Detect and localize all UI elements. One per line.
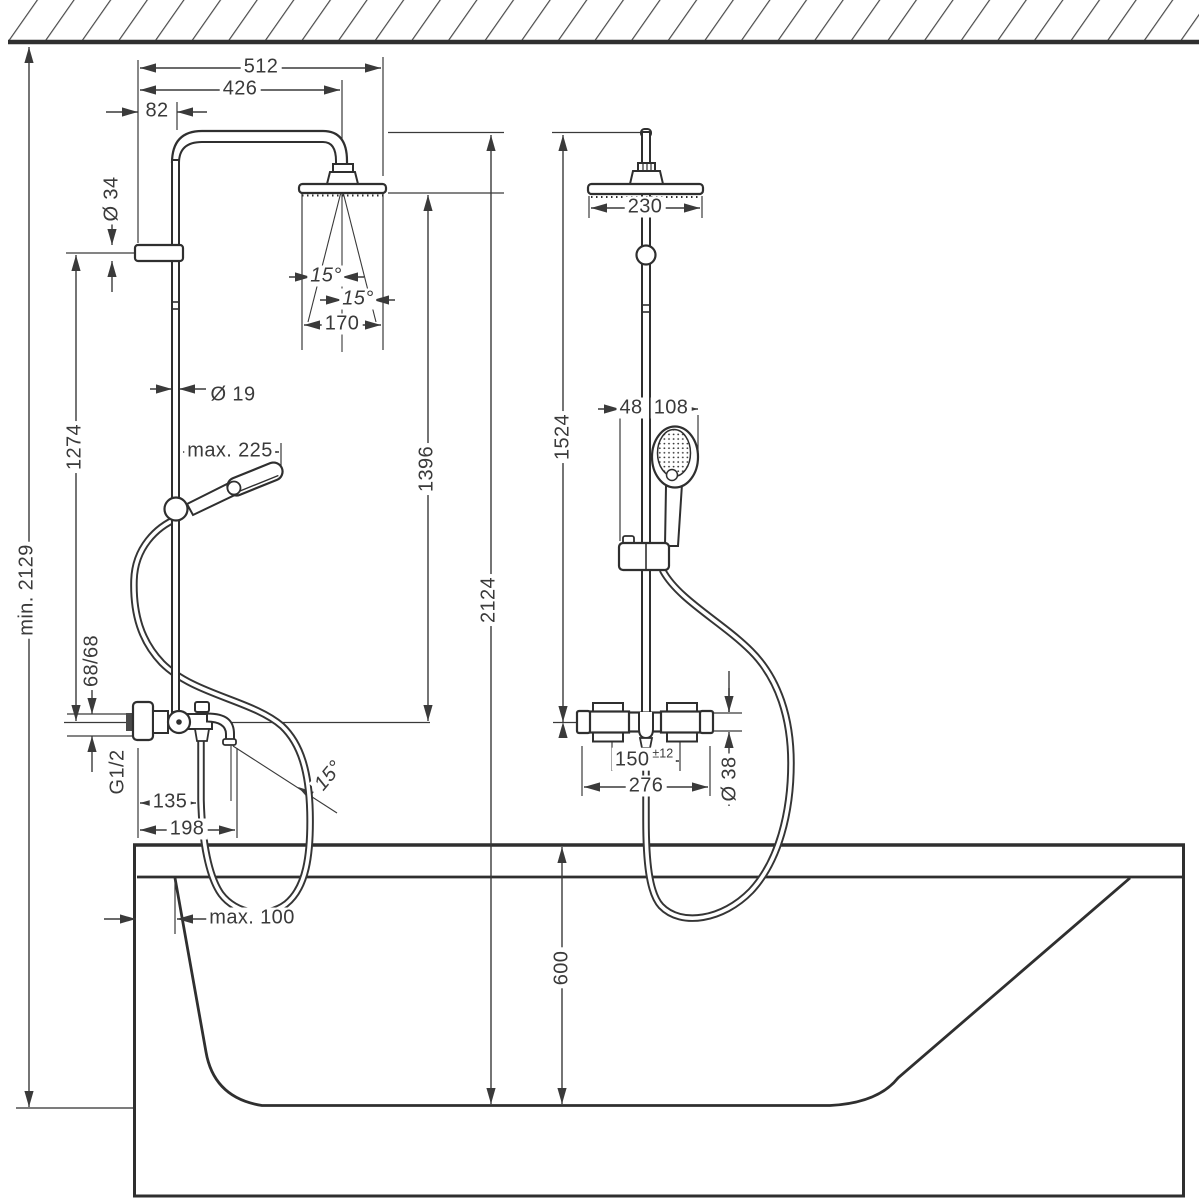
dim-230-label: 230 bbox=[624, 196, 666, 218]
bath-valve-side bbox=[126, 700, 237, 746]
dim-dia38-label: Ø 38 bbox=[719, 753, 741, 805]
thermostat-front bbox=[575, 702, 715, 749]
dim-82-label: 82 bbox=[142, 100, 172, 122]
head-connector bbox=[332, 163, 354, 173]
showerpipe-front-view bbox=[575, 128, 715, 749]
dim-1524-label: 1524 bbox=[552, 410, 574, 464]
dim-max100-label: max. 100 bbox=[206, 907, 298, 929]
hose-nut-front bbox=[638, 737, 654, 749]
overhead-shower-front bbox=[586, 182, 705, 196]
angle-15-right-label: 15° bbox=[339, 288, 377, 310]
dim-170-label: 170 bbox=[321, 313, 363, 335]
angle-15-left-label: 15° bbox=[307, 265, 345, 287]
dim-6868-label: 68/68 bbox=[81, 631, 103, 691]
dim-1274-label: 1274 bbox=[64, 420, 86, 474]
handshower-handle-front bbox=[663, 482, 684, 547]
dim-dia19-label: Ø 19 bbox=[207, 384, 259, 406]
dim-150-tolerance: ±12 bbox=[652, 746, 674, 761]
shower-pipe-front bbox=[641, 131, 651, 714]
dim-1396-label: 1396 bbox=[416, 442, 438, 496]
overhead-shower-side bbox=[297, 182, 388, 195]
dim-135-label: 135 bbox=[149, 791, 191, 813]
ceiling-hatch bbox=[8, 0, 1199, 45]
handshower-holder-side bbox=[163, 496, 189, 522]
dim-min2129-label: min. 2129 bbox=[16, 541, 38, 639]
dim-2124-label: 2124 bbox=[478, 573, 500, 627]
dim-108-label: 108 bbox=[650, 397, 692, 419]
shower-hose-front bbox=[642, 567, 795, 922]
thermostat-handle-left bbox=[585, 710, 631, 734]
escutcheon bbox=[131, 700, 155, 742]
thermostat-outlet bbox=[638, 712, 654, 740]
handshower-holder-front bbox=[617, 541, 671, 572]
diverter-knob bbox=[194, 701, 210, 713]
shower-hose-side bbox=[130, 514, 314, 917]
dim-g12-label: G1/2 bbox=[107, 746, 129, 798]
dim-150-label: 150±12 bbox=[611, 746, 677, 771]
dim-150-main: 150 bbox=[614, 748, 650, 771]
dim-276-label: 276 bbox=[625, 775, 667, 797]
dim-600-label: 600 bbox=[551, 947, 573, 989]
dim-426-label: 426 bbox=[219, 78, 261, 100]
dim-198-label: 198 bbox=[166, 818, 208, 840]
thermostat-handle-right bbox=[659, 710, 705, 734]
bathtub bbox=[16, 843, 1185, 1198]
shower-arm bbox=[172, 131, 347, 167]
dim-dia34-label: Ø 34 bbox=[101, 173, 123, 225]
wall-bracket bbox=[133, 243, 185, 263]
supply-nipple bbox=[126, 713, 134, 731]
dimension-annotations bbox=[24, 47, 742, 1107]
tub-interior bbox=[173, 876, 1131, 1107]
dim-512-label: 512 bbox=[240, 56, 282, 78]
shower-bar bbox=[171, 159, 180, 713]
dim-48-label: 48 bbox=[616, 397, 646, 419]
showerpipe-side-view bbox=[126, 129, 388, 746]
dim-max225-label: max. 225 bbox=[184, 440, 276, 462]
hose-nut bbox=[193, 728, 211, 742]
ball-joint bbox=[635, 244, 657, 266]
